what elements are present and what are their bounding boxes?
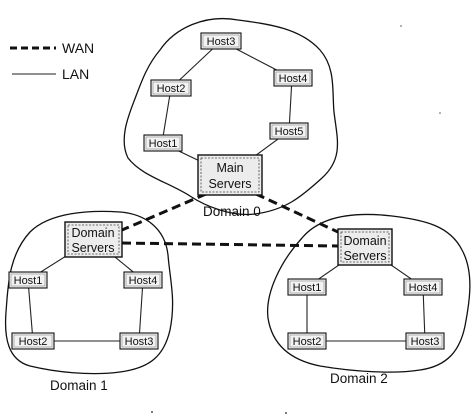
host-node: Host4: [123, 271, 163, 289]
svg-text:Servers: Servers: [208, 177, 251, 191]
svg-text:Host4: Host4: [409, 282, 438, 294]
legend: WAN LAN: [10, 40, 94, 82]
domain-2-servers-node: Domain Servers: [337, 228, 393, 266]
domain-1-label: Domain 1: [50, 378, 108, 393]
svg-text:Host5: Host5: [275, 126, 304, 138]
svg-text:Host3: Host3: [125, 336, 154, 348]
svg-text:Host2: Host2: [157, 83, 186, 95]
svg-text:Host1: Host1: [293, 282, 322, 294]
host-node: Host4: [403, 278, 443, 296]
svg-text:Host1: Host1: [149, 138, 178, 150]
legend-wan-label: WAN: [62, 40, 94, 56]
host-node: Host2: [11, 332, 55, 350]
svg-text:Servers: Servers: [343, 249, 386, 263]
host-node: Host1: [143, 134, 183, 152]
host-node: Host5: [269, 122, 309, 140]
legend-lan-label: LAN: [62, 66, 89, 82]
svg-text:Domain: Domain: [343, 234, 386, 248]
host-node: Host3: [200, 32, 242, 50]
svg-text:Host1: Host1: [14, 275, 43, 287]
wan-links: [121, 192, 339, 248]
host-node: Host4: [273, 69, 313, 87]
main-servers-node: Main Servers: [197, 154, 263, 196]
svg-text:Host2: Host2: [19, 336, 48, 348]
host-node: Host1: [8, 271, 48, 289]
svg-text:Host4: Host4: [279, 73, 308, 85]
host-node: Host1: [287, 278, 327, 296]
domain-2-hosts: Host1 Host4 Host2 Host3: [287, 278, 445, 350]
svg-text:Domain: Domain: [71, 226, 114, 240]
host-node: Host3: [405, 332, 445, 350]
svg-text:Host4: Host4: [129, 275, 158, 287]
domain-0-hosts: Host3 Host2 Host4 Host1 Host5: [143, 32, 313, 152]
domain-1-boundary: [4, 210, 174, 375]
domain-0-label: Domain 0: [203, 204, 261, 219]
domain-2-label: Domain 2: [330, 371, 388, 386]
host-node: Host2: [150, 79, 192, 97]
svg-text:Main: Main: [216, 161, 243, 175]
domain-2-boundary: [266, 213, 471, 373]
svg-text:Host3: Host3: [207, 36, 236, 48]
domain-1-hosts: Host1 Host4 Host2 Host3: [8, 271, 163, 350]
svg-text:Host3: Host3: [411, 336, 440, 348]
scan-specks: [151, 25, 441, 414]
svg-text:Host2: Host2: [293, 336, 322, 348]
host-node: Host3: [119, 332, 159, 350]
domain-1-servers-node: Domain Servers: [64, 221, 123, 258]
domain-0-boundary: [123, 18, 339, 216]
host-node: Host2: [287, 332, 327, 350]
svg-text:Servers: Servers: [71, 241, 114, 255]
